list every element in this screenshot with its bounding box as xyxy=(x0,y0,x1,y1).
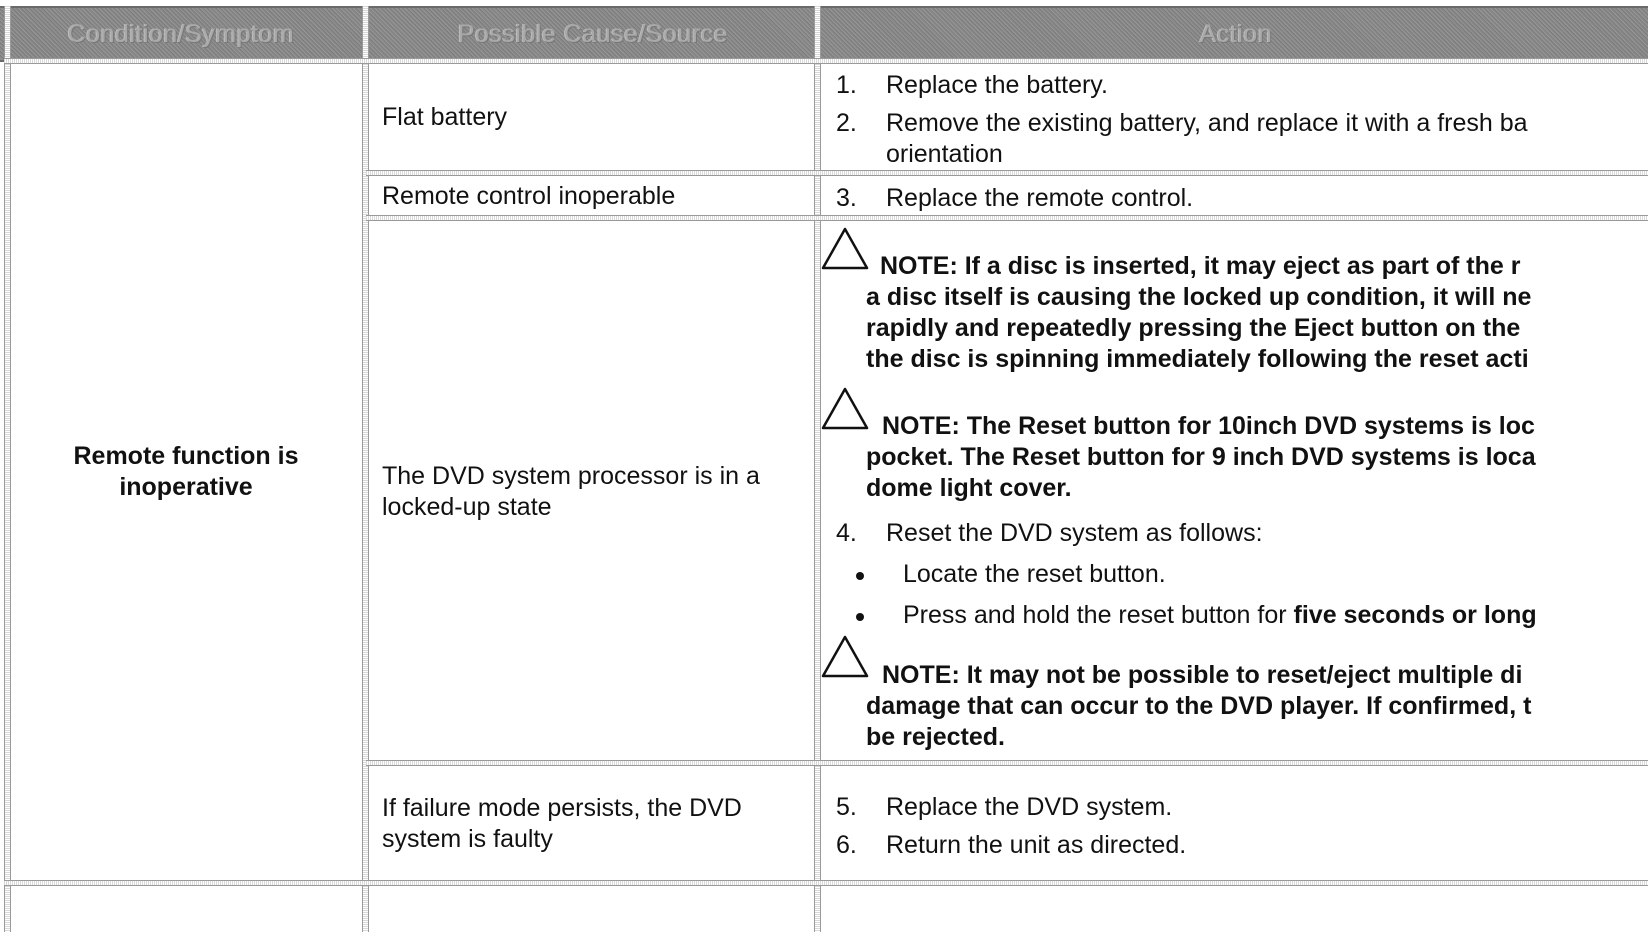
bullet-text: Locate the reset button. xyxy=(903,560,1166,588)
row-rule xyxy=(366,170,1648,176)
bullet-text-plain: Press and hold the reset button for xyxy=(903,601,1294,629)
row-rule xyxy=(4,58,1648,64)
note-locked-up-eject: NOTE: If a disc is inserted, it may ejec… xyxy=(866,251,1531,375)
caution-triangle-icon xyxy=(821,635,869,678)
step-text-continued: orientation xyxy=(886,140,1003,168)
condition-line: Remote function is xyxy=(73,442,299,470)
note-reset-button-location: NOTE: The Reset button for 10inch DVD sy… xyxy=(866,411,1536,504)
row-rule xyxy=(4,880,1648,886)
column-rule xyxy=(362,6,369,932)
step-number: 3. xyxy=(836,184,857,212)
step-text: Reset the DVD system as follows: xyxy=(886,519,1263,547)
table-header-row: Condition/Symptom Possible Cause/Source … xyxy=(0,6,1648,62)
step-number: 6. xyxy=(836,831,857,859)
header-action: Action xyxy=(1199,19,1273,48)
bullet-text-bold: five seconds or long xyxy=(1293,601,1537,629)
header-condition: Condition/Symptom xyxy=(67,19,295,48)
step-text: Replace the battery. xyxy=(886,71,1108,99)
cause-line: locked-up state xyxy=(382,493,552,521)
step-text: Replace the DVD system. xyxy=(886,793,1173,821)
note-line: damage that can occur to the DVD player.… xyxy=(866,692,1532,720)
note-line: dome light cover. xyxy=(866,474,1072,502)
cause-remote-inoperable: Remote control inoperable xyxy=(382,182,676,210)
note-line: a disc itself is causing the locked up c… xyxy=(866,283,1532,311)
column-rule xyxy=(814,6,821,932)
bullet-dot xyxy=(856,572,864,580)
caution-triangle-icon xyxy=(821,387,869,430)
step-number: 1. xyxy=(836,71,857,99)
note-line: the disc is spinning immediately followi… xyxy=(866,345,1529,373)
note-multiple-discs: NOTE: It may not be possible to reset/ej… xyxy=(866,660,1531,753)
note-line: NOTE: It may not be possible to reset/ej… xyxy=(882,661,1523,689)
step-number: 2. xyxy=(836,109,857,137)
condition-line: inoperative xyxy=(119,473,253,501)
column-rule xyxy=(4,6,11,932)
cause-flat-battery: Flat battery xyxy=(382,103,508,131)
step-text: Return the unit as directed. xyxy=(886,831,1187,859)
row-rule xyxy=(366,215,1648,221)
caution-triangle-icon xyxy=(821,227,869,270)
bullet-dot xyxy=(856,613,864,621)
note-line: NOTE: The Reset button for 10inch DVD sy… xyxy=(882,412,1535,440)
cause-locked-up: The DVD system processor is in a locked-… xyxy=(382,461,760,523)
row-rule xyxy=(366,760,1648,766)
note-line: rapidly and repeatedly pressing the Ejec… xyxy=(866,314,1521,342)
step-text: Replace the remote control. xyxy=(886,184,1194,212)
note-line: be rejected. xyxy=(866,723,1005,751)
note-line: pocket. The Reset button for 9 inch DVD … xyxy=(866,443,1536,471)
note-line: NOTE: If a disc is inserted, it may ejec… xyxy=(880,252,1521,280)
step-text: Remove the existing battery, and replace… xyxy=(886,109,1528,137)
bullet-text: Press and hold the reset button for five… xyxy=(903,600,1537,631)
step-number: 5. xyxy=(836,793,857,821)
cause-line: If failure mode persists, the DVD xyxy=(382,794,742,822)
cause-line: The DVD system processor is in a xyxy=(382,462,760,490)
header-cause: Possible Cause/Source xyxy=(457,19,729,48)
cause-system-faulty: If failure mode persists, the DVD system… xyxy=(382,793,742,855)
cause-line: system is faulty xyxy=(382,825,553,853)
step-number: 4. xyxy=(836,519,857,547)
condition-cell: Remote function is inoperative xyxy=(10,441,362,503)
